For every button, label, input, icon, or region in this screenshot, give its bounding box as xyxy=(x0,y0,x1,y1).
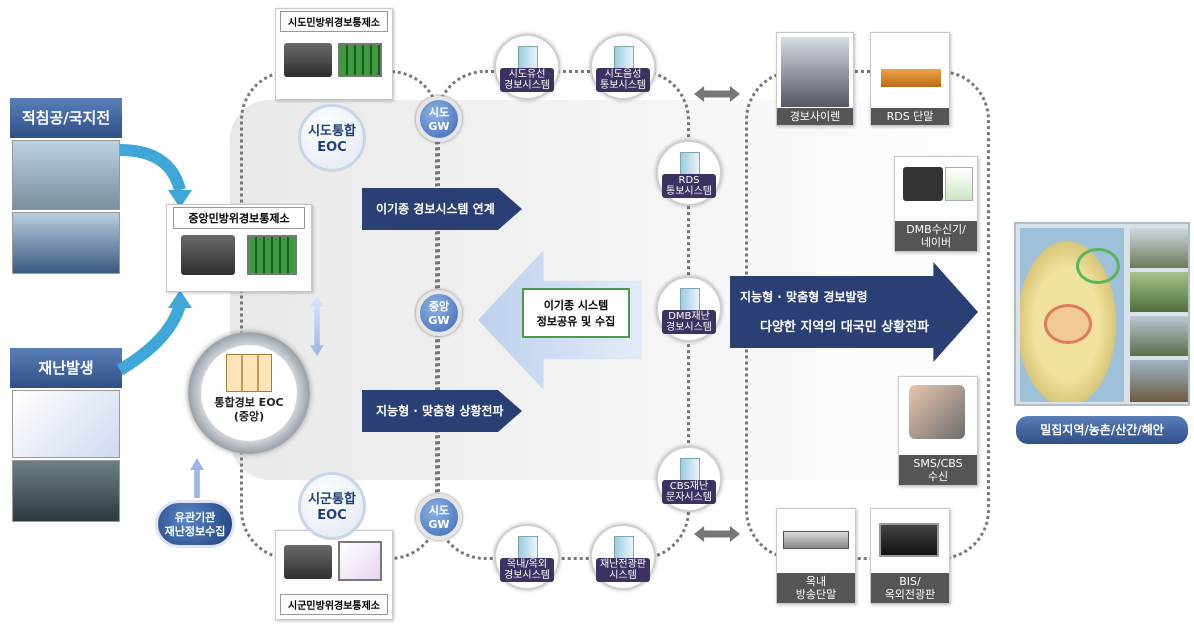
monitor-image xyxy=(247,235,297,275)
system-top1: 시도유선 경보시스템 xyxy=(494,34,560,100)
terminal-label: BIS/ 옥외전광판 xyxy=(871,573,949,603)
system-bottom2: 재난전광판 시스템 xyxy=(590,524,656,590)
attack-title: 적침공/국지전 xyxy=(10,98,122,138)
system-dmb: DMB재난 경보시스템 xyxy=(656,276,722,342)
region-caption: 밀집지역/농촌/산간/해안 xyxy=(1016,416,1188,444)
big-right-arrow xyxy=(730,262,978,362)
system-label: CBS재난 문자시스템 xyxy=(662,480,716,504)
terminal-label: SMS/CBS 수신 xyxy=(899,455,977,485)
gateway-bottom: 시도 GW xyxy=(416,494,462,540)
integrated-eoc-label: 통합경보 EOC (중앙) xyxy=(214,396,284,423)
rds-device xyxy=(881,69,941,87)
up-arrow xyxy=(190,458,204,498)
curved-arrows xyxy=(116,144,192,376)
sido-eoc: 시도통합 EOC xyxy=(298,104,366,172)
gateway-top: 시도 GW xyxy=(416,96,462,142)
indoor-device xyxy=(783,531,849,549)
console-image xyxy=(284,43,332,77)
system-label: 시도유선 경보시스템 xyxy=(500,68,554,92)
village-photo xyxy=(1130,228,1188,268)
terminal-rds: RDS 단말 xyxy=(870,32,950,126)
propagation-arrow: 지능형 · 맞춤형 상황전파 xyxy=(362,390,522,432)
server-icon xyxy=(226,354,272,392)
dmb-device xyxy=(903,167,943,201)
gateway-middle: 중앙 GW xyxy=(416,290,462,336)
integrated-eoc-ring: 통합경보 EOC (중앙) xyxy=(188,332,310,454)
terminal-siren: 경보사이렌 xyxy=(776,32,854,126)
bis-device xyxy=(879,523,939,557)
farm-photo xyxy=(1130,272,1188,312)
bottom-center-title: 시군민방위경보통제소 xyxy=(280,594,388,615)
info-share-box: 이기종 시스템 정보공유 및 수집 xyxy=(522,288,630,338)
system-label: 옥내/옥외 경보시스템 xyxy=(500,558,554,582)
console-image xyxy=(284,545,332,579)
disaster-title: 재난발생 xyxy=(10,348,122,388)
terminal-sms: SMS/CBS 수신 xyxy=(898,376,978,486)
map-photo xyxy=(12,390,120,458)
system-bottom1: 옥내/옥외 경보시스템 xyxy=(494,524,560,590)
missile-photo xyxy=(12,212,120,274)
system-label: 재난전광판 시스템 xyxy=(596,558,650,582)
sigun-eoc: 시군통합 EOC xyxy=(298,472,366,540)
big-arrow-line1: 지능형 · 맞춤형 경보발령 xyxy=(740,290,868,304)
coast-photo xyxy=(1130,360,1188,402)
console-image xyxy=(181,235,235,275)
system-cbs: CBS재난 문자시스템 xyxy=(656,446,722,512)
siren-photo xyxy=(781,37,849,107)
bottom-control-center: 시군민방위경보통제소 xyxy=(275,530,393,620)
linkage-arrow: 이기종 경보시스템 연계 xyxy=(362,188,522,230)
korea-map-panel xyxy=(1014,222,1190,406)
map-screen xyxy=(338,541,382,581)
system-label: RDS 통보시스템 xyxy=(662,174,716,198)
big-arrow-line2: 다양한 지역의 대국민 상황전파 xyxy=(760,320,930,335)
central-control-center: 중앙민방위경보통제소 xyxy=(166,204,312,292)
related-agencies-badge: 유관기관 재난정보수집 xyxy=(155,500,235,548)
terminal-bis: BIS/ 옥외전광판 xyxy=(870,508,950,604)
terminal-label: 옥내 방송단말 xyxy=(777,573,855,603)
terminal-indoor: 옥내 방송단말 xyxy=(776,508,856,604)
phone-photo xyxy=(909,385,965,439)
jet-photo xyxy=(12,140,120,210)
mountain-photo xyxy=(1130,316,1188,356)
bidirectional-arrow-bottom xyxy=(694,526,740,542)
terminal-label: 경보사이렌 xyxy=(777,108,853,125)
terminal-label: DMB수신기/ 네이버 xyxy=(895,221,977,251)
system-rds: RDS 통보시스템 xyxy=(656,140,722,206)
terminal-label: RDS 단말 xyxy=(871,108,949,125)
terminal-dmb: DMB수신기/ 네이버 xyxy=(894,156,978,252)
top-center-title: 시도민방위경보통제소 xyxy=(280,11,388,32)
top-control-center: 시도민방위경보통제소 xyxy=(275,8,393,100)
red-circle xyxy=(1044,304,1092,344)
naver-screen xyxy=(945,167,973,201)
system-label: DMB재난 경보시스템 xyxy=(662,310,716,334)
system-label: 시도음성 통보시스템 xyxy=(596,68,650,92)
tsunami-photo xyxy=(12,460,120,522)
system-top2: 시도음성 통보시스템 xyxy=(590,34,656,100)
green-circle xyxy=(1076,248,1120,284)
central-center-title: 중앙민방위경보통제소 xyxy=(173,207,305,229)
monitor-image xyxy=(338,43,382,77)
